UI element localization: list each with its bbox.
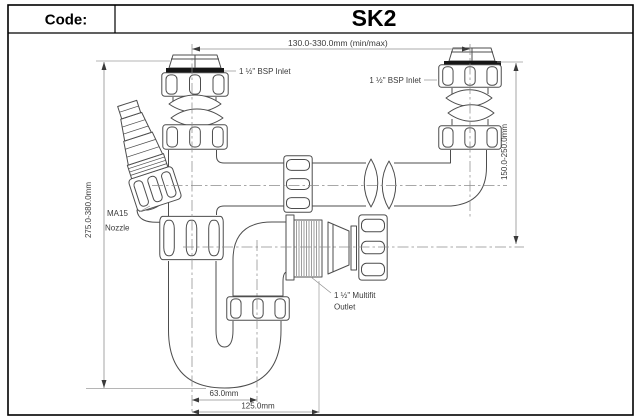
pipe-top-edge <box>224 150 451 164</box>
nozzle-barb-2 <box>120 111 152 142</box>
dim-right-height: 150.0-250.0mm <box>500 124 509 180</box>
label-nozzle-model: MA15 <box>107 209 128 218</box>
nozzle-elbow <box>136 195 169 223</box>
dim-left-height: 275.0-380.0mm <box>84 182 93 238</box>
trap-inlet-nut <box>159 215 224 261</box>
centerlines <box>152 44 524 413</box>
p-trap <box>159 215 290 389</box>
trap-u-bend-outer <box>168 329 282 389</box>
outlet-compression-nut <box>358 214 388 281</box>
label-right-inlet: 1 ½" BSP Inlet <box>369 76 421 85</box>
thread-hatching <box>296 221 320 276</box>
nozzle-tip <box>117 99 142 120</box>
label-left-inlet: 1 ½" BSP Inlet <box>239 67 291 76</box>
horizontal-pipe <box>224 150 487 213</box>
label-outlet-size: 1 ½" Multifit <box>334 291 376 300</box>
page-frame: Code: SK2 <box>7 4 634 416</box>
code-label: Code: <box>45 12 88 29</box>
dimensions: 130.0-330.0mm (min/max) 275.0-380.0mm 15… <box>84 38 523 415</box>
right-seal-ring <box>444 61 501 66</box>
ma15-nozzle-assembly <box>117 99 182 223</box>
outlet-threads <box>293 219 323 278</box>
multifit-outlet <box>285 214 388 281</box>
left-inlet-assembly <box>161 54 229 215</box>
trap-u-bend-inner <box>215 329 234 348</box>
horizontal-pipe-break <box>363 158 397 210</box>
dim-trap-to-outlet: 125.0mm <box>241 402 275 411</box>
trap-outlet-elbow <box>232 221 288 297</box>
nozzle-body <box>117 99 182 212</box>
label-nozzle-type: Nozzle <box>105 224 130 233</box>
product-code: SK2 <box>352 5 397 31</box>
dim-top-span: 130.0-330.0mm (min/max) <box>288 38 388 48</box>
label-outlet-type: Outlet <box>334 303 356 312</box>
left-inlet-nut <box>161 72 229 97</box>
outlet-flat-washer <box>350 225 357 271</box>
outlet-flange <box>285 214 295 281</box>
left-pipe-break <box>168 94 224 127</box>
left-union-nut <box>162 124 228 150</box>
dim-trap-centers: 63.0mm <box>210 389 239 398</box>
outer-border <box>7 4 634 416</box>
left-seal-ring <box>166 68 224 73</box>
trap-outlet-nut <box>226 296 290 321</box>
pipe-compression-nut <box>283 155 313 213</box>
outlet-cone-washer <box>327 221 350 275</box>
part-labels: 1 ½" BSP Inlet 1 ½" BSP Inlet MA15 Nozzl… <box>105 67 437 312</box>
right-pipe-break <box>445 89 495 122</box>
right-inlet-assembly <box>438 47 502 150</box>
pipe-bottom-edge <box>224 150 487 207</box>
